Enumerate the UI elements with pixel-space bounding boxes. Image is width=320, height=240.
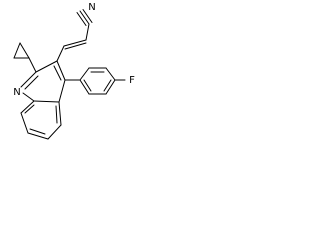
- nitrile-nitrogen-label: N: [88, 2, 95, 13]
- pyridine-bond-n1-c2-a: [20, 71, 37, 88]
- phenyl-ring-bond-6: [79, 79, 90, 95]
- benzo-inner-double-3: [24, 104, 35, 114]
- pyridine-bond-c2-c3: [35, 60, 58, 73]
- nitrile-triple-bond-2: [76, 12, 87, 26]
- linker-double-bond-b: [64, 42, 87, 50]
- linker-double-bond-a: [63, 39, 87, 47]
- benzo-inner-double-1: [55, 105, 58, 124]
- pyridine-bond-c4a-c8a: [33, 100, 60, 103]
- benzo-inner-double-2: [29, 128, 46, 135]
- pyridine-bond-c4-c4a: [58, 79, 66, 103]
- benzo-bond-c5-c6: [47, 124, 62, 140]
- phenyl-ring-bond-4: [105, 79, 116, 95]
- nitrile-triple-bond-1: [79, 10, 90, 25]
- pyridine-bond-n1-c2-b: [24, 75, 39, 90]
- pyridine-bond-c3-c4-b: [53, 65, 62, 81]
- benzo-bond-c7-c8: [20, 112, 29, 134]
- benzo-bond-c4a-c5: [58, 101, 62, 126]
- quinoline-core: N: [13, 60, 66, 140]
- fluorophenyl-group: F: [64, 67, 135, 95]
- benzo-bond-c8-c8a: [20, 100, 35, 114]
- cyclopropyl-attachment-bond: [28, 57, 37, 73]
- cyclopropyl-ring-bond-2: [13, 42, 21, 59]
- linker-bond-c3-c-alpha: [56, 45, 65, 62]
- fluorine-label: F: [129, 75, 135, 86]
- nitrile-group: N: [76, 2, 96, 26]
- cyclopropyl-group: [13, 42, 37, 73]
- phenyl-ring-bond-1: [79, 67, 90, 81]
- phenyl-ring-bond-3: [105, 67, 116, 81]
- phenyl-inner-double-2: [103, 79, 112, 92]
- cyclopropyl-ring-bond-3: [19, 42, 30, 59]
- pyridine-bond-c8a-n1: [22, 92, 35, 102]
- linker-bond-to-nitrile-carbon: [85, 23, 90, 41]
- phenyl-inner-double-3: [83, 79, 92, 92]
- benzo-bond-c6-c7: [27, 132, 49, 140]
- pyridine-bond-c3-c4-a: [56, 60, 66, 81]
- vinyl-linker: [56, 23, 90, 62]
- canvas-background: [0, 0, 142, 145]
- chemical-structure-diagram: N N: [0, 0, 142, 145]
- nitrile-triple-bond-3: [82, 9, 93, 23]
- quinoline-nitrogen-label: N: [13, 87, 20, 98]
